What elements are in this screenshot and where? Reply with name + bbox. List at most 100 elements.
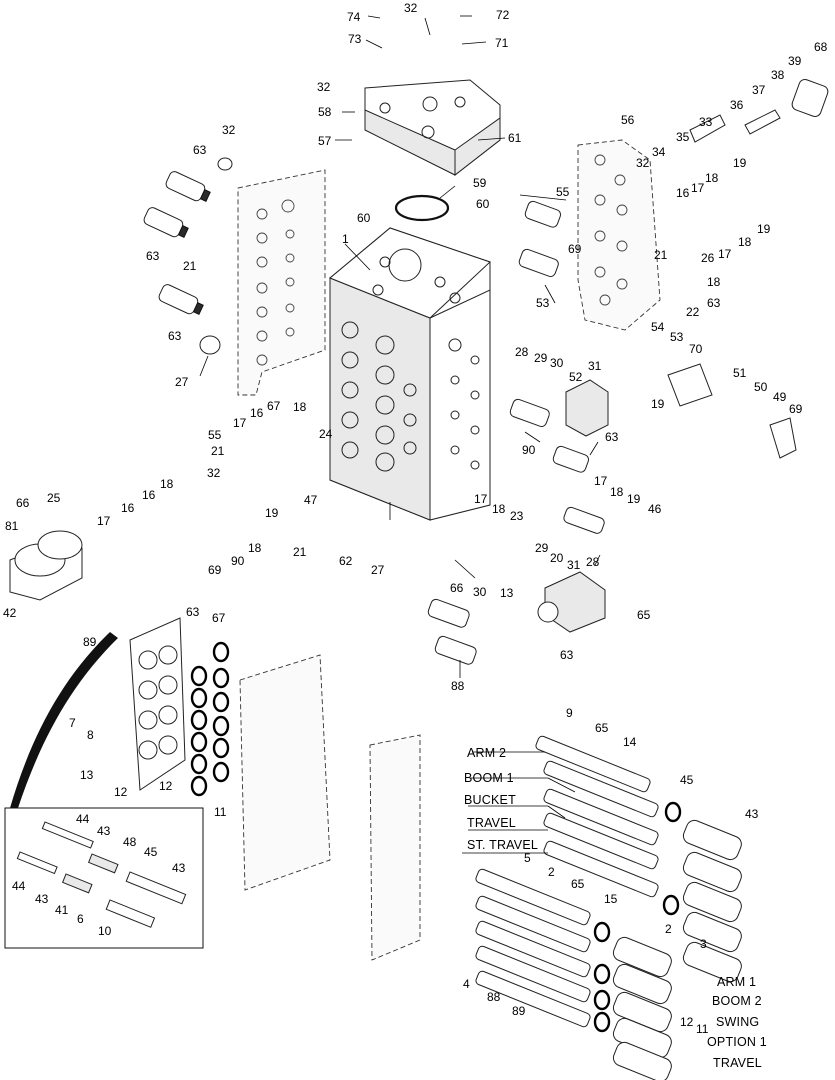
callout-17: 16 <box>250 406 264 420</box>
left-cartridges <box>143 157 233 355</box>
callout-32: 32 <box>404 1 418 15</box>
callout-24: 32 <box>207 466 221 480</box>
callout-27: 29 <box>535 541 549 555</box>
label-st-travel: ST. TRAVEL <box>467 838 538 852</box>
callout-38: 38 <box>771 68 785 82</box>
callout-18: 19 <box>627 492 641 506</box>
callout-1: 1 <box>342 232 349 246</box>
callout-21: 24 <box>319 427 333 441</box>
callout-88: 8 <box>87 728 94 742</box>
callout-48: 43 <box>172 861 186 875</box>
right-gasket-holes <box>594 154 628 306</box>
valve-block-30-lower <box>537 571 606 633</box>
callout-25: 18 <box>160 477 174 491</box>
callout-27: 28 <box>515 345 529 359</box>
callout-43: 45 <box>144 845 158 859</box>
callout-63: 63 <box>146 249 160 263</box>
label-boom-2: BOOM 2 <box>712 994 762 1008</box>
callout-18: 17 <box>233 416 247 430</box>
callout-43: 6 <box>77 912 84 926</box>
callout-66: 42 <box>3 606 17 620</box>
callout-53: 54 <box>651 320 665 334</box>
callout-69: 21 <box>293 545 307 559</box>
callout-32: 32 <box>636 156 650 170</box>
callout-16: 17 <box>474 492 488 506</box>
spool-function-labels-lower: ARM 1 BOOM 2 SWING OPTION 1 TRAVEL <box>707 975 767 1070</box>
spool-cap-stack <box>129 617 186 791</box>
callout-45: 44 <box>12 879 26 893</box>
callout-32: 32 <box>222 123 236 137</box>
callout-17: 17 <box>691 181 705 195</box>
spool-group-lower <box>475 868 591 1028</box>
callout-62: 28 <box>586 555 600 569</box>
callout-19: 55 <box>208 428 222 442</box>
callout-55: 55 <box>556 185 570 199</box>
top-cover-block <box>364 79 501 177</box>
callout-21: 27 <box>371 563 385 577</box>
callout-2: 15 <box>604 892 618 906</box>
oring-stack-42 <box>190 641 230 797</box>
callout-19: 46 <box>648 502 662 516</box>
callout-73: 73 <box>348 32 362 46</box>
callout-69: 18 <box>293 400 307 414</box>
callout-16: 19 <box>265 506 279 520</box>
callout-39: 39 <box>788 54 802 68</box>
callout-19: 19 <box>733 156 747 170</box>
callout-17: 18 <box>248 541 262 555</box>
callout-32: 32 <box>317 80 331 94</box>
callout-3: 88 <box>487 990 501 1004</box>
oring-column-12 <box>593 801 682 1033</box>
callout-13: 12 <box>114 785 128 799</box>
large-oring <box>394 194 450 222</box>
left-gasket-holes <box>256 199 295 366</box>
callout-56: 56 <box>621 113 635 127</box>
callout-89: 7 <box>69 716 76 730</box>
end-cover-46-47 <box>9 530 83 601</box>
callout-70: 27 <box>175 375 189 389</box>
callout-58: 58 <box>318 105 332 119</box>
callout-63: 63 <box>168 329 182 343</box>
callout-65: 13 <box>80 768 94 782</box>
spool-caps-lower <box>612 936 672 1080</box>
callout-65: 89 <box>83 635 97 649</box>
callout-68: 68 <box>814 40 828 54</box>
callout-18: 90 <box>231 554 245 568</box>
callout-74: 74 <box>347 10 361 24</box>
callout-17: 18 <box>492 502 506 516</box>
label-option-1: OPTION 1 <box>707 1035 767 1049</box>
callout-14: 12 <box>159 779 173 793</box>
callout-49: 69 <box>789 402 803 416</box>
callout-7: 9 <box>566 706 573 720</box>
callout-29: 31 <box>567 558 581 572</box>
callout-2: 4 <box>463 977 470 991</box>
callout-66: 25 <box>47 491 61 505</box>
leader-lines <box>199 15 601 854</box>
callout-21: 21 <box>654 248 668 262</box>
callout-16: 17 <box>594 474 608 488</box>
callout-35: 35 <box>676 130 690 144</box>
callout-23: 16 <box>121 501 135 515</box>
callout-81: 17 <box>97 514 111 528</box>
callout-20: 66 <box>450 581 464 595</box>
callout-32: 47 <box>304 493 318 507</box>
callout-63: 88 <box>451 679 465 693</box>
spool-group-upper <box>535 735 659 898</box>
callout-11: 43 <box>745 807 759 821</box>
callout-13: 63 <box>186 605 200 619</box>
callout-5: 65 <box>571 877 585 891</box>
callout-52: 51 <box>733 366 747 380</box>
label-swing: SWING <box>716 1015 759 1029</box>
callout-9: 14 <box>623 735 637 749</box>
callout-33: 33 <box>699 115 713 129</box>
callout-50: 49 <box>773 390 787 404</box>
callout-16: 67 <box>267 399 281 413</box>
callout-19: 69 <box>208 563 222 577</box>
callout-17: 17 <box>718 247 732 261</box>
callout-90: 62 <box>339 554 353 568</box>
callout-46: 81 <box>5 519 19 533</box>
callout-57: 57 <box>318 134 332 148</box>
label-bucket: BUCKET <box>464 793 516 807</box>
callout-63: 90 <box>522 443 536 457</box>
callout-22: 63 <box>707 296 721 310</box>
